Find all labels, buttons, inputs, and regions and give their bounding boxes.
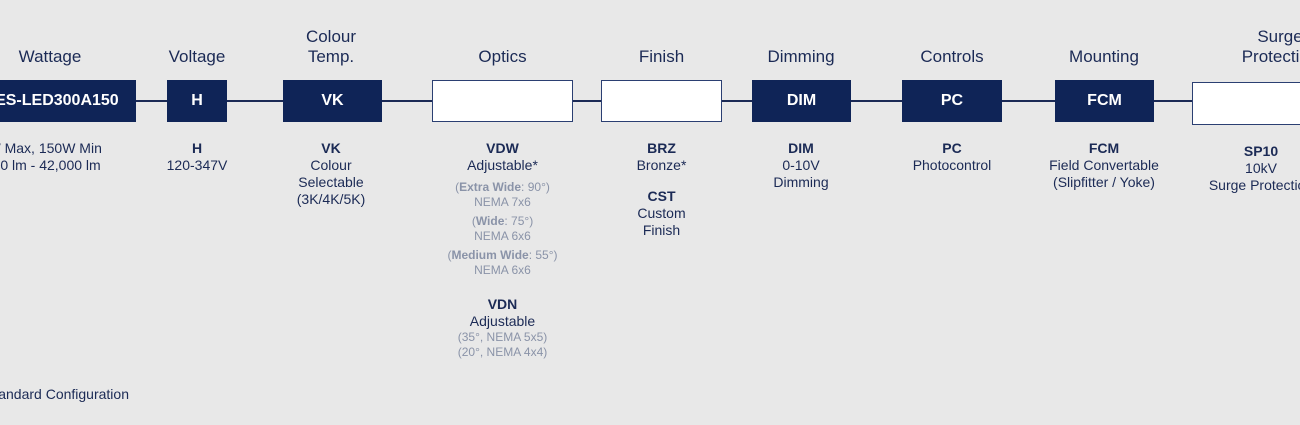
mounting-box[interactable]: FCM bbox=[1055, 80, 1154, 122]
finish-desc: BRZ Bronze* CST Custom Finish bbox=[601, 140, 722, 239]
finish-brz-name: Bronze* bbox=[636, 157, 687, 173]
controls-box[interactable]: PC bbox=[902, 80, 1002, 122]
header-voltage: Voltage bbox=[168, 47, 226, 66]
optics-vdn-sub-2: (20°, NEMA 4x4) bbox=[457, 345, 548, 359]
finish-cst-name: Custom bbox=[637, 205, 686, 221]
colour-temp-header-1: Colour bbox=[305, 27, 357, 46]
optics-vdw-code: VDW bbox=[486, 140, 519, 156]
colour-temp-desc: VK Colour Selectable (3K/4K/5K) bbox=[271, 140, 391, 208]
wattage-line-1: 300W Max, 150W Min bbox=[0, 140, 102, 156]
header-dimming: Dimming bbox=[767, 47, 835, 66]
colour-temp-line-1: Colour bbox=[310, 157, 352, 173]
finish-cst-code: CST bbox=[647, 188, 676, 204]
finish-box[interactable] bbox=[601, 80, 722, 122]
optics-extra-wide: (Extra Wide: 90°) bbox=[455, 180, 550, 194]
mounting-desc: FCM Field Convertable (Slipfitter / Yoke… bbox=[1029, 140, 1179, 191]
header-wattage: Wattage bbox=[18, 47, 82, 66]
optics-extra-wide-nema: NEMA 7x6 bbox=[474, 195, 531, 209]
voltage-code: H bbox=[191, 140, 203, 156]
optics-vdn-name: Adjustable bbox=[469, 313, 536, 329]
finish-brz-code: BRZ bbox=[647, 140, 676, 156]
surge-header-1: Surge bbox=[1257, 27, 1300, 46]
voltage-desc: H 120-347V bbox=[147, 140, 247, 174]
surge-code: SP10 bbox=[1243, 143, 1279, 159]
mounting-line-2: (Slipfitter / Yoke) bbox=[1053, 174, 1155, 190]
wattage-line-2: 24,000 lm - 42,000 lm bbox=[0, 157, 101, 173]
dimming-desc: DIM 0-10V Dimming bbox=[746, 140, 856, 191]
colour-temp-line-2: Selectable bbox=[298, 174, 364, 190]
surge-line-1: 10kV bbox=[1245, 160, 1277, 176]
optics-wide-nema: NEMA 6x6 bbox=[474, 229, 531, 243]
header-optics: Optics bbox=[478, 47, 527, 66]
controls-code: PC bbox=[942, 140, 962, 156]
header-finish: Finish bbox=[638, 47, 685, 66]
surge-line-2: Surge Protection bbox=[1208, 177, 1300, 193]
controls-line-1: Photocontrol bbox=[912, 157, 992, 173]
colour-temp-code: VK bbox=[321, 140, 341, 156]
voltage-line-1: 120-347V bbox=[166, 157, 228, 173]
optics-vdn-sub-1: (35°, NEMA 5x5) bbox=[457, 330, 548, 344]
surge-desc: SP10 10kV Surge Protection bbox=[1196, 143, 1300, 194]
optics-medium-wide-nema: NEMA 6x6 bbox=[474, 263, 531, 277]
surge-box[interactable] bbox=[1192, 82, 1300, 125]
optics-vdw-name: Adjustable* bbox=[467, 157, 538, 173]
mounting-code: FCM bbox=[1088, 140, 1120, 156]
optics-desc: VDW Adjustable* (Extra Wide: 90°) NEMA 7… bbox=[422, 140, 583, 360]
footer-note: Standard Configuration bbox=[0, 386, 129, 402]
wattage-desc: 300W Max, 150W Min 24,000 lm - 42,000 lm bbox=[0, 140, 123, 174]
optics-medium-wide: (Medium Wide: 55°) bbox=[447, 248, 558, 262]
header-controls: Controls bbox=[920, 47, 984, 66]
dimming-line-1: 0-10V bbox=[782, 157, 820, 173]
header-mounting: Mounting bbox=[1069, 47, 1139, 66]
finish-cst-name-2: Finish bbox=[642, 222, 681, 238]
mounting-line-1: Field Convertable bbox=[1049, 157, 1159, 173]
colour-temp-line-3: (3K/4K/5K) bbox=[296, 191, 366, 207]
wattage-box[interactable]: ZES-LED300A150 bbox=[0, 80, 136, 122]
optics-wide: (Wide: 75°) bbox=[471, 214, 534, 228]
colour-temp-header-2: Temp. bbox=[307, 47, 355, 66]
controls-desc: PC Photocontrol bbox=[892, 140, 1012, 174]
dimming-box[interactable]: DIM bbox=[752, 80, 851, 122]
dimming-code: DIM bbox=[788, 140, 814, 156]
voltage-box[interactable]: H bbox=[167, 80, 227, 122]
optics-vdn-code: VDN bbox=[487, 296, 518, 312]
surge-header-2: Protection bbox=[1241, 47, 1300, 66]
dimming-line-2: Dimming bbox=[773, 174, 829, 190]
optics-box[interactable] bbox=[432, 80, 573, 122]
colour-temp-box[interactable]: VK bbox=[283, 80, 382, 122]
header-surge-protection: Surge Protection bbox=[1210, 27, 1300, 67]
header-colour-temp: Colour Temp. bbox=[271, 27, 391, 67]
